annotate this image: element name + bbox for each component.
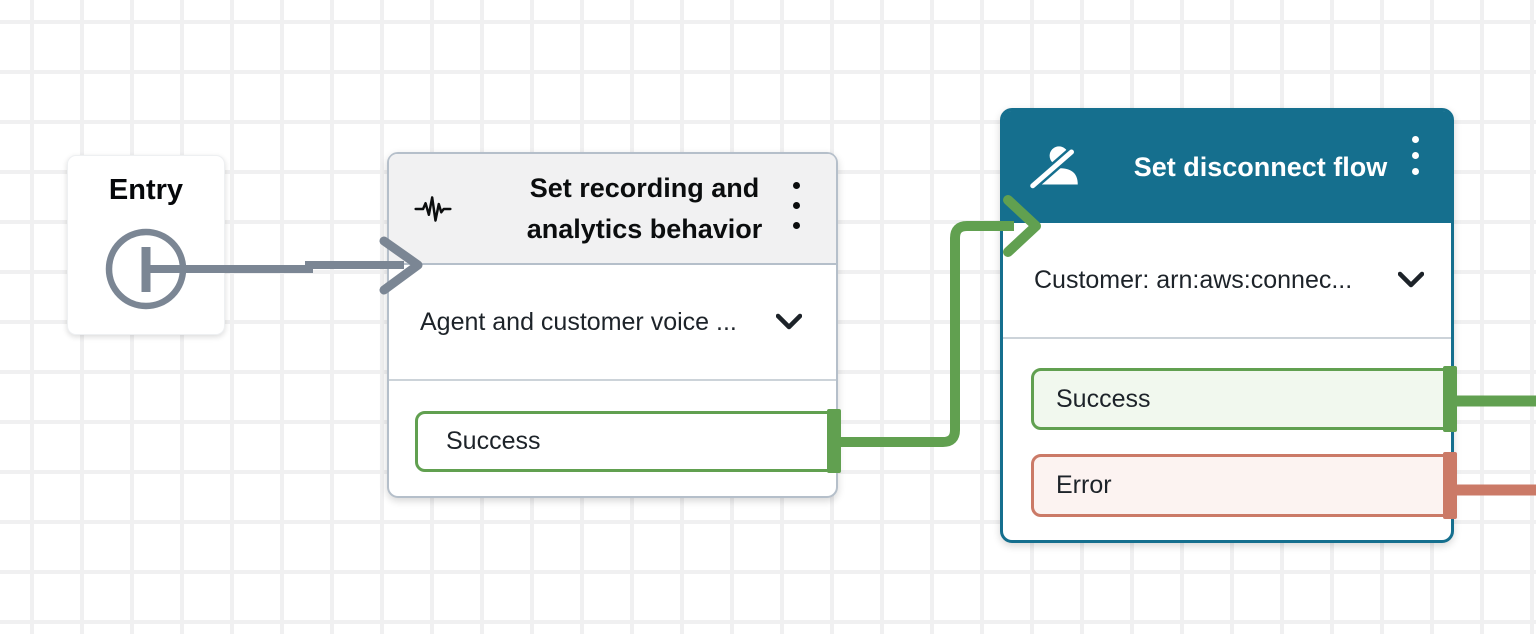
disconnect-error-label: Error [1056, 471, 1112, 499]
recording-parameter-dropdown[interactable]: Agent and customer voice ... [389, 265, 836, 381]
chevron-down-icon [1397, 266, 1425, 295]
disconnect-node[interactable]: Set disconnect flow Customer: arn:aws:co… [1000, 108, 1455, 543]
disconnect-node-header: Set disconnect flow [1003, 111, 1451, 223]
entry-node-title: Entry [108, 174, 184, 206]
recording-node[interactable]: Set recording and analytics behavior Age… [387, 152, 841, 498]
entry-node[interactable]: Entry [67, 155, 225, 335]
kebab-menu-icon[interactable] [789, 178, 804, 233]
waveform-icon [413, 194, 453, 224]
recording-node-header: Set recording and analytics behavior [389, 154, 836, 265]
user-slash-icon [1028, 140, 1080, 194]
recording-node-title: Set recording and analytics behavior [526, 172, 763, 244]
recording-success-port[interactable]: Success [415, 411, 841, 472]
disconnect-success-label: Success [1056, 384, 1151, 413]
recording-success-label: Success [446, 427, 541, 455]
disconnect-parameter-label: Customer: arn:aws:connec... [1034, 265, 1353, 294]
disconnect-parameter-dropdown[interactable]: Customer: arn:aws:connec... [1003, 223, 1451, 339]
disconnect-error-port[interactable]: Error [1031, 454, 1455, 517]
disconnect-node-title: Set disconnect flow [1133, 151, 1388, 182]
recording-parameter-label: Agent and customer voice ... [420, 307, 737, 336]
chevron-down-icon [775, 308, 803, 337]
kebab-menu-icon[interactable] [1408, 132, 1423, 179]
disconnect-success-port[interactable]: Success [1031, 368, 1455, 430]
